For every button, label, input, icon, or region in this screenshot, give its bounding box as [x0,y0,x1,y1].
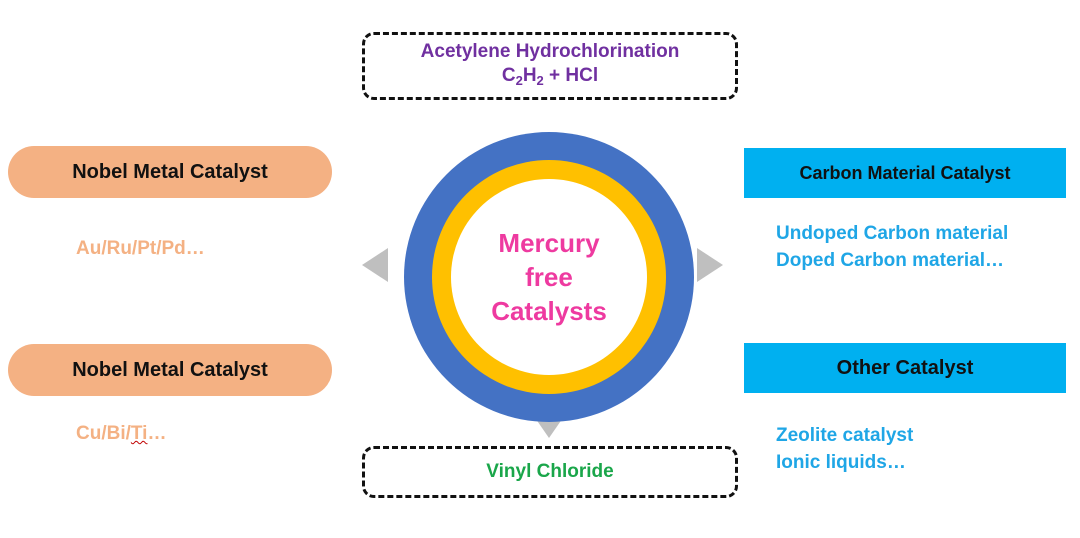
carbon-list-item-2: Doped Carbon material… [776,250,1005,271]
carbon-list-item-1: Undoped Carbon material [776,223,1009,244]
other-list-item-2: Ionic liquids… [776,452,906,473]
pill-label-2: Nobel Metal Catalyst [72,358,268,381]
other-box-label: Other Catalyst [836,356,974,379]
product-label: Vinyl Chloride [486,461,614,482]
noble-metal-catalyst-pill-1: Nobel Metal Catalyst [8,146,332,198]
carbon-material-list: Undoped Carbon material Doped Carbon mat… [776,220,1008,274]
carbon-material-catalyst-box: Carbon Material Catalyst [744,148,1066,198]
center-label: Mercury free Catalysts [451,179,647,375]
formula-c: C [501,64,516,86]
center-line-1: Mercury [498,228,600,258]
other-catalyst-box: Other Catalyst [744,343,1066,393]
formula-rest: + HCl [543,64,599,86]
right-arrow-icon [697,248,723,282]
center-line-2: free [525,262,573,292]
noble-metal-list-1: Au/Ru/Pt/Pd… [76,238,205,259]
other-list-item-1: Zeolite catalyst [776,425,914,446]
list2-part-c: … [147,423,167,444]
left-arrow-icon [362,248,388,282]
product-box: Vinyl Chloride [362,446,738,498]
formula-h: H [522,64,537,86]
reaction-title: Acetylene Hydrochlorination [420,40,680,62]
carbon-box-label: Carbon Material Catalyst [799,162,1011,183]
noble-metal-list-2: Cu/Bi/Ti… [76,423,166,445]
center-line-3: Catalysts [491,296,607,326]
list2-part-ti: Ti [130,423,148,444]
reaction-box: Acetylene Hydrochlorination C2H2 + HCl [362,32,738,100]
formula-c-subscript: 2 [515,72,523,88]
reaction-equation: C2H2 + HCl [502,64,598,93]
pill-label-1: Nobel Metal Catalyst [72,160,268,183]
list2-part-a: Cu/Bi/ [76,423,131,444]
noble-metal-catalyst-pill-2: Nobel Metal Catalyst [8,344,332,396]
other-catalyst-list: Zeolite catalyst Ionic liquids… [776,422,913,476]
formula-h-subscript: 2 [536,72,544,88]
